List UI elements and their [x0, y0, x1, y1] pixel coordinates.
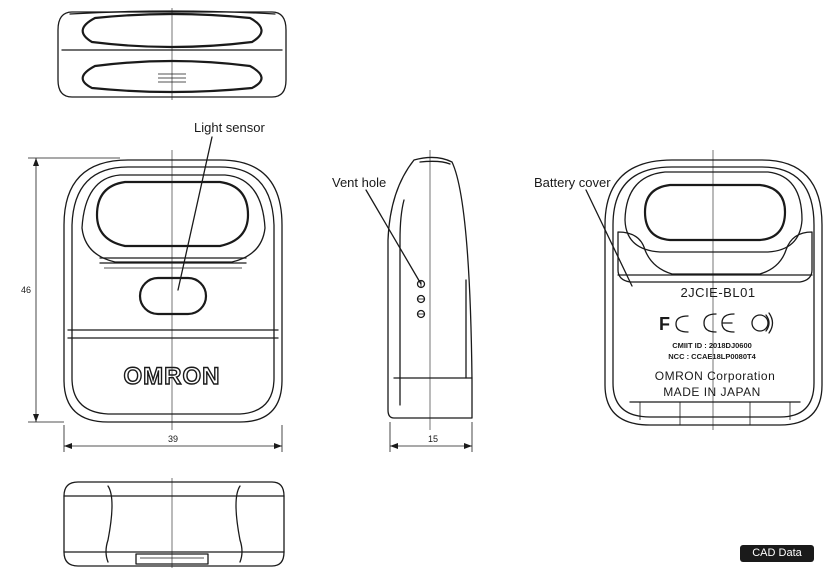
- callout-vent-hole: Vent hole: [332, 175, 386, 190]
- side-dimensions: 15: [389, 422, 473, 452]
- rear-view: 2JCIE-BL01 F CMIIT ID : 2018DJ0600 NCC :…: [534, 150, 823, 430]
- rear-origin: MADE IN JAPAN: [663, 385, 761, 399]
- fcc-icon: F: [659, 314, 689, 334]
- svg-text:F: F: [659, 314, 670, 334]
- bluetooth-cert-icon: [751, 312, 774, 334]
- ce-icon: [703, 313, 735, 333]
- callout-light-sensor: Light sensor: [194, 120, 265, 135]
- rear-model-number: 2JCIE-BL01: [680, 285, 755, 300]
- callout-battery-cover: Battery cover: [534, 175, 611, 190]
- dimension-width: 39: [168, 434, 178, 444]
- rear-manufacturer: OMRON Corporation: [655, 369, 776, 383]
- rear-cmiit-id: CMIIT ID : 2018DJ0600: [672, 341, 752, 350]
- cad-data-button[interactable]: CAD Data: [740, 545, 814, 562]
- brand-logo: OMRON: [124, 363, 221, 390]
- side-view: Vent hole: [332, 150, 473, 430]
- front-dimensions: 46 39: [21, 157, 283, 452]
- front-view: OMRON Light sensor: [63, 120, 283, 430]
- rear-ncc-id: NCC : CCAE18LP0080T4: [668, 352, 756, 361]
- bottom-view: [63, 478, 285, 568]
- dimension-depth: 15: [428, 434, 438, 444]
- dimension-height: 46: [21, 285, 31, 295]
- top-view: [57, 8, 287, 100]
